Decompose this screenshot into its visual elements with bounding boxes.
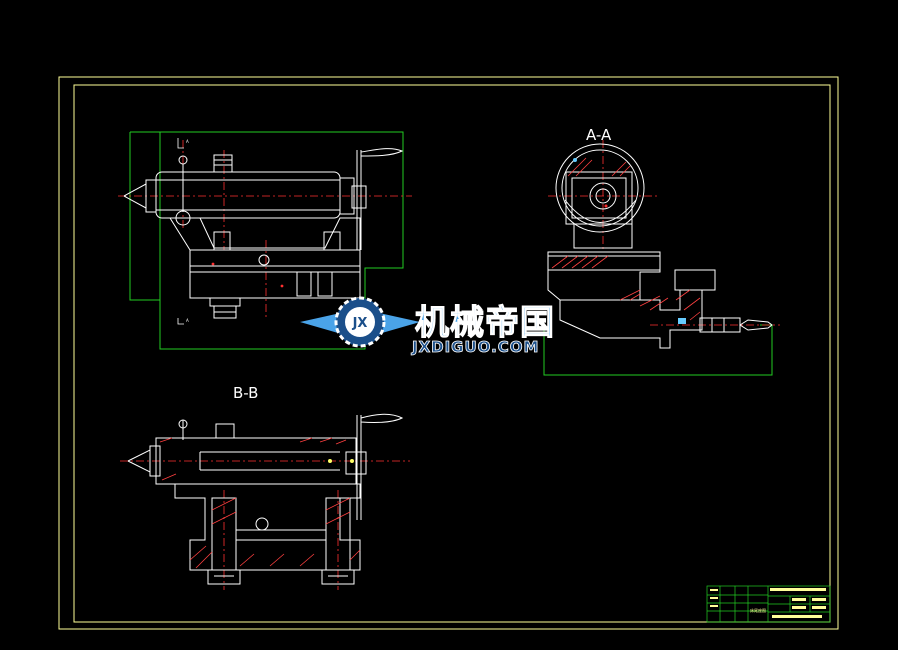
watermark-url: JXDIGUO.COM: [411, 338, 539, 356]
section-mark-top: A: [186, 139, 189, 144]
section-b-b-view: B-B: [120, 384, 410, 590]
drawing-frame: [58, 76, 839, 630]
title-block-marks: [710, 588, 826, 618]
section-a-a-label: A-A: [586, 126, 612, 144]
front-view: A A: [118, 131, 412, 350]
outer-border: [58, 76, 839, 630]
section-mark-bottom: A: [186, 318, 189, 323]
emblem-text: JX: [352, 316, 368, 331]
title-block: [706, 585, 831, 623]
watermark: JX 机械帝国 JXDIGUO.COM: [300, 296, 555, 356]
inner-border: [73, 84, 831, 623]
section-b-b-label: B-B: [233, 384, 258, 402]
section-a-a-view: A-A: [543, 126, 780, 376]
watermark-emblem-icon: JX: [300, 296, 420, 348]
watermark-chinese: 机械帝国: [415, 303, 555, 343]
title-block-name: 床尾座图: [750, 607, 766, 613]
